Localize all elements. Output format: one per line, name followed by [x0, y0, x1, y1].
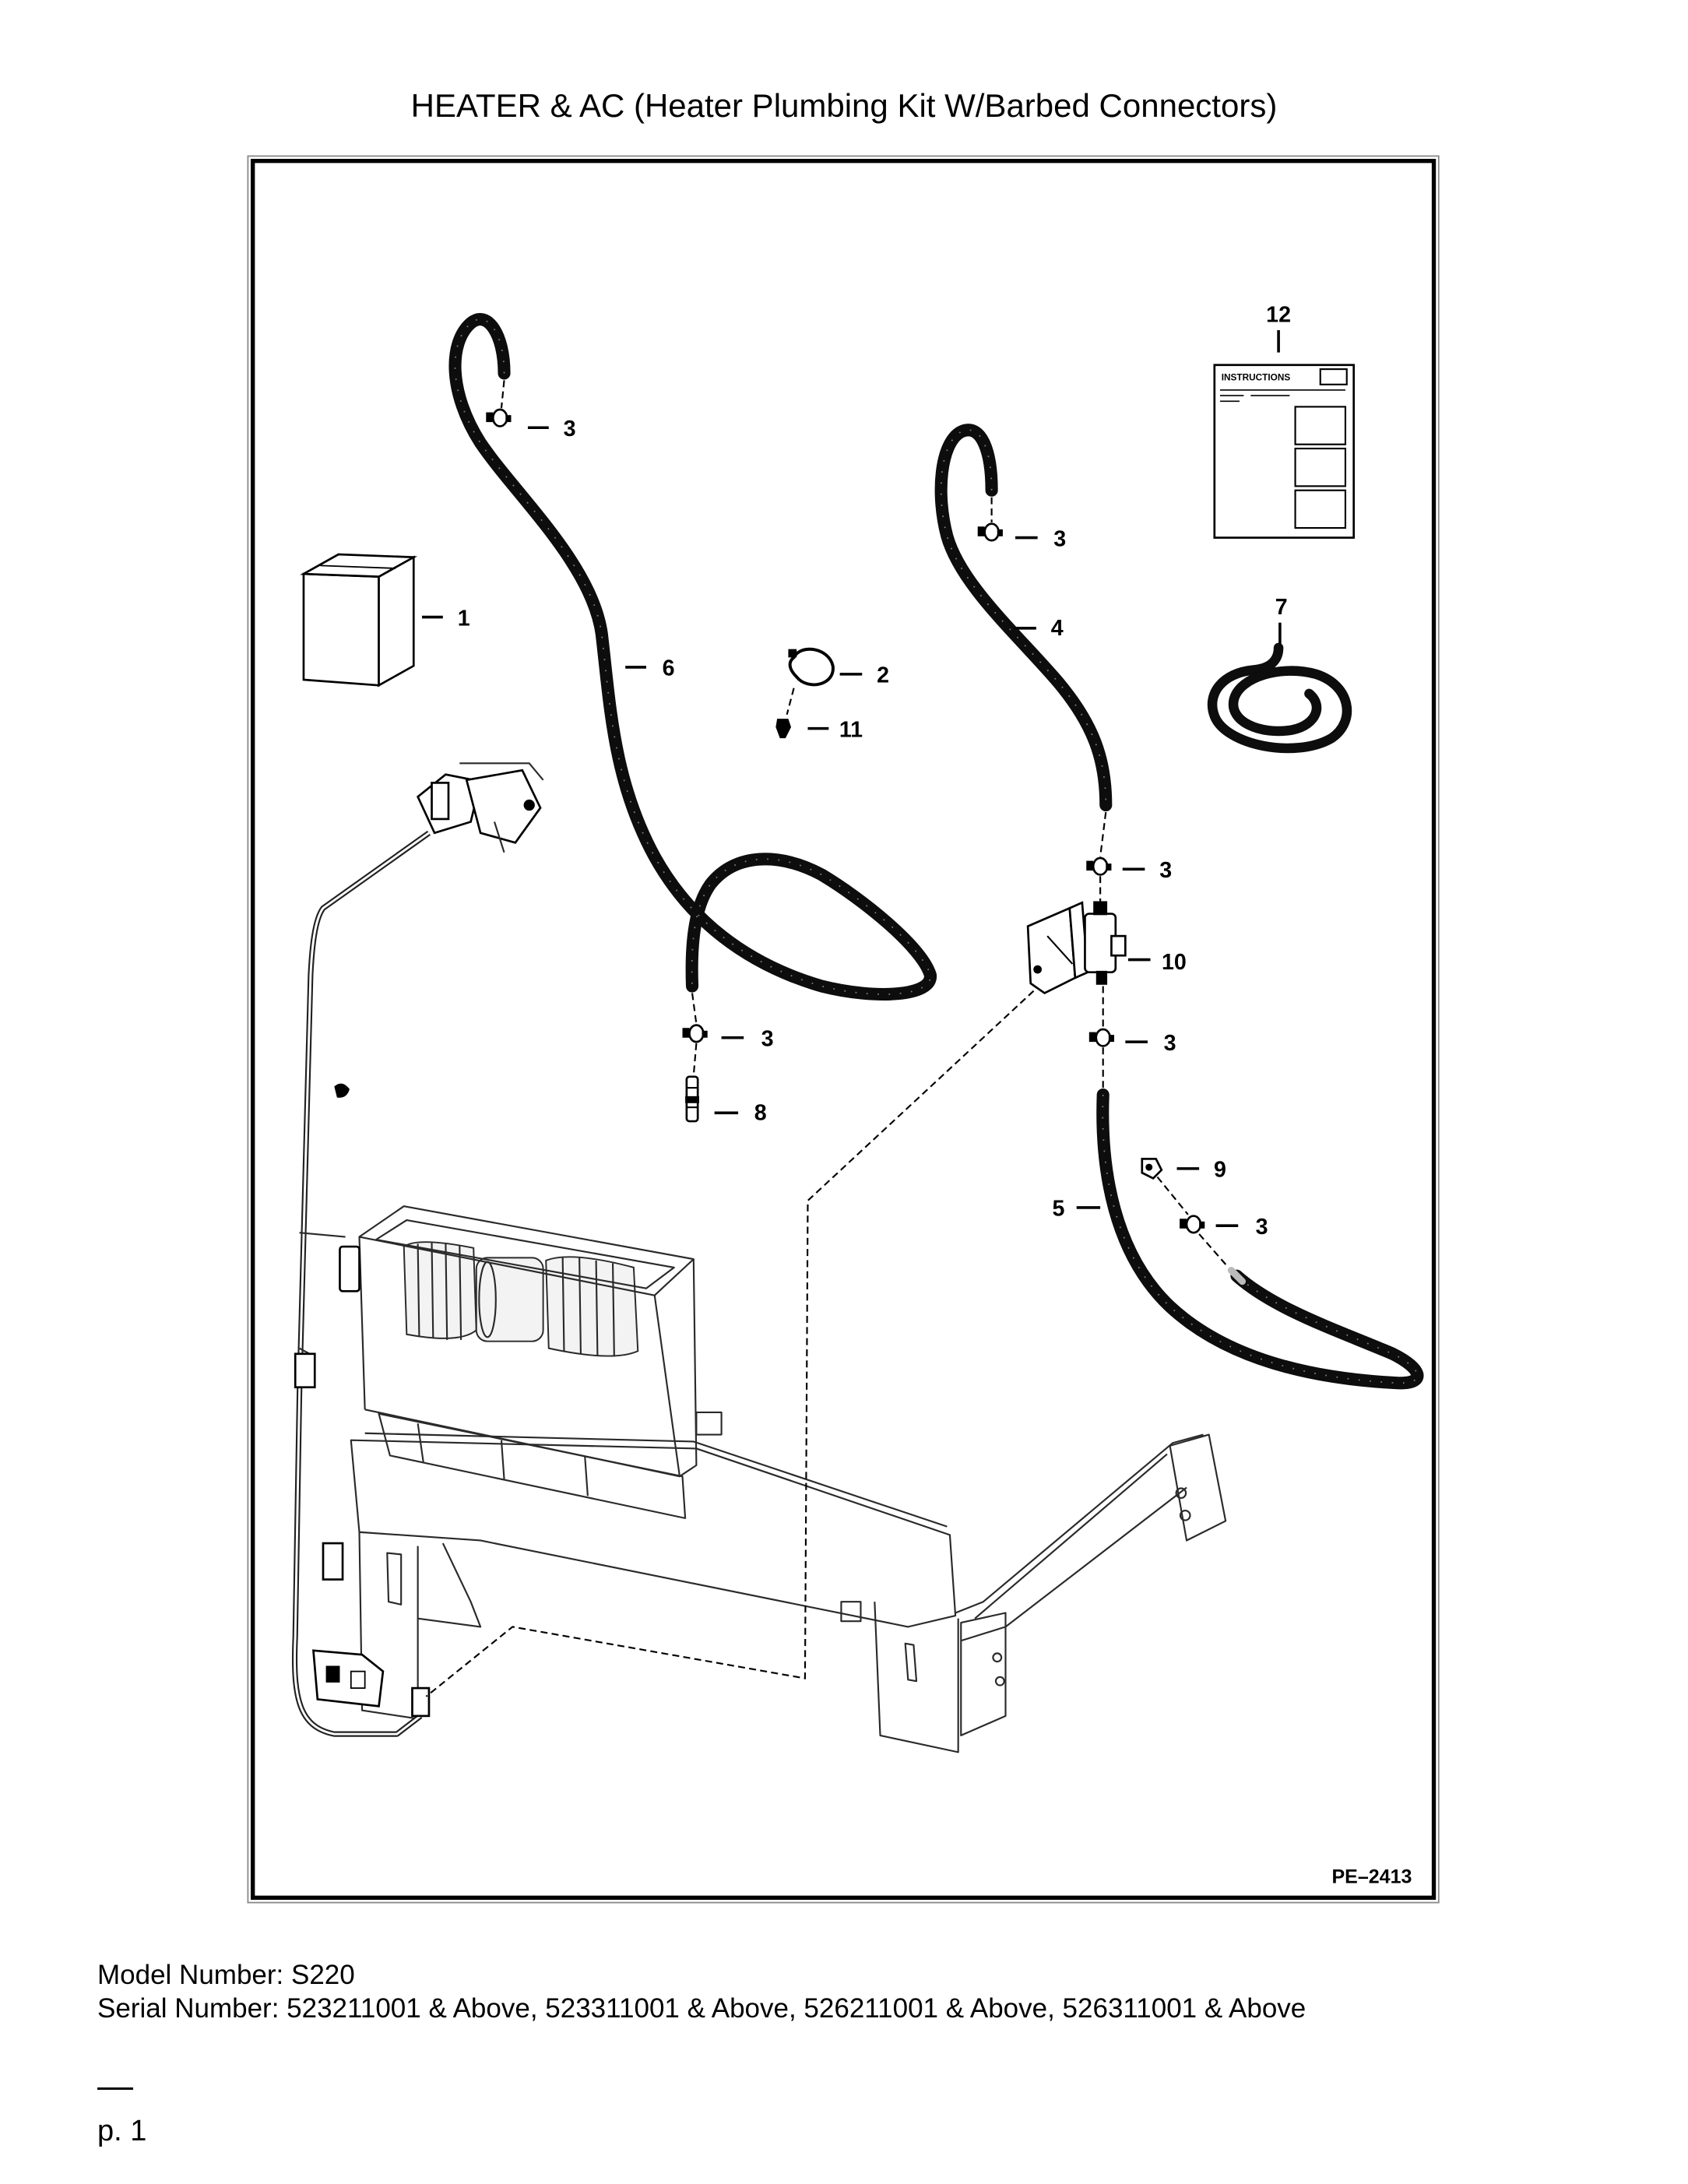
svg-text:10: 10 — [1162, 950, 1187, 975]
harness-fastener — [334, 1083, 350, 1098]
svg-text:3: 3 — [564, 417, 576, 441]
straight-barbed-fitting — [685, 1075, 699, 1123]
callout-3: 3 — [1015, 526, 1066, 551]
svg-text:5: 5 — [1053, 1197, 1065, 1222]
loader-frame — [350, 1411, 1227, 1753]
wire-tie — [788, 647, 835, 687]
callout-3: 3 — [1122, 858, 1172, 883]
hose-lower — [1096, 1088, 1424, 1390]
assembly-leader-lines — [500, 380, 1229, 1268]
svg-text:6: 6 — [663, 656, 675, 681]
callout-12: 12 — [1266, 302, 1291, 353]
svg-text:3: 3 — [1159, 858, 1172, 883]
svg-text:7: 7 — [1275, 595, 1288, 620]
callout-6: 6 — [625, 656, 675, 681]
heater-valve — [1026, 901, 1127, 995]
harness-connector — [294, 1352, 316, 1389]
svg-text:3: 3 — [1053, 526, 1066, 551]
callout-3: 3 — [1215, 1215, 1268, 1240]
harness-connector-cluster — [416, 762, 544, 853]
serial-number: Serial Number: 523211001 & Above, 523311… — [97, 1993, 1306, 2024]
figure-frame — [250, 159, 1437, 1900]
instructions-text: INSTRUCTIONS — [1222, 371, 1291, 382]
callout-9: 9 — [1176, 1158, 1226, 1183]
push-fastener — [775, 719, 792, 739]
harness-connector — [322, 1542, 344, 1581]
wire-tie-leader — [786, 688, 795, 716]
svg-text:9: 9 — [1214, 1158, 1226, 1183]
svg-text:8: 8 — [754, 1100, 767, 1125]
svg-text:11: 11 — [839, 717, 863, 742]
callout-7: 7 — [1275, 595, 1288, 644]
heater-housing — [358, 1205, 698, 1519]
kit-box — [300, 553, 418, 688]
hose-clamp — [682, 1024, 708, 1043]
svg-text:1: 1 — [458, 606, 470, 631]
model-number: Model Number: S220 — [97, 1960, 355, 1990]
figure-frame-outer — [247, 155, 1440, 1904]
callout-1: 1 — [422, 606, 470, 631]
harness-connector — [339, 1245, 360, 1292]
page-title: HEATER & AC (Heater Plumbing Kit W/Barbe… — [410, 87, 1278, 124]
hose-upper — [934, 424, 1113, 812]
page-number-rule — [97, 2087, 133, 2090]
hose-clamp — [486, 408, 512, 427]
routing-leader-line — [425, 983, 1043, 1697]
callout-11: 11 — [807, 717, 863, 742]
elbow-barbed-fitting — [1141, 1158, 1163, 1180]
hose-clamp — [1180, 1215, 1205, 1234]
svg-text:2: 2 — [877, 663, 889, 688]
hose-clamp — [1086, 856, 1112, 876]
svg-text:4: 4 — [1051, 616, 1064, 641]
callout-2: 2 — [839, 663, 889, 688]
callout-4: 4 — [1014, 616, 1064, 641]
hose-left — [448, 313, 937, 1001]
hose-clamp — [977, 522, 1003, 542]
wiring-harness — [291, 830, 431, 1737]
callout-3: 3 — [1125, 1031, 1176, 1056]
harness-connector-block — [312, 1649, 385, 1707]
callout-10: 10 — [1127, 950, 1187, 975]
page-number: p. 1 — [97, 2115, 147, 2147]
svg-text:3: 3 — [761, 1026, 774, 1051]
svg-text:3: 3 — [1164, 1031, 1176, 1056]
callout-3: 3 — [721, 1026, 774, 1051]
hose-coil — [1207, 642, 1352, 754]
svg-text:12: 12 — [1266, 302, 1291, 327]
instructions-booklet: INSTRUCTIONS — [1213, 364, 1356, 539]
callout-5: 5 — [1053, 1197, 1101, 1222]
hose-clamp — [1088, 1028, 1115, 1047]
callout-8: 8 — [714, 1100, 767, 1125]
drawing-number: PE–2413 — [1331, 1866, 1412, 1888]
svg-text:3: 3 — [1256, 1215, 1268, 1240]
callout-3: 3 — [527, 417, 576, 441]
harness-connector — [411, 1686, 431, 1718]
